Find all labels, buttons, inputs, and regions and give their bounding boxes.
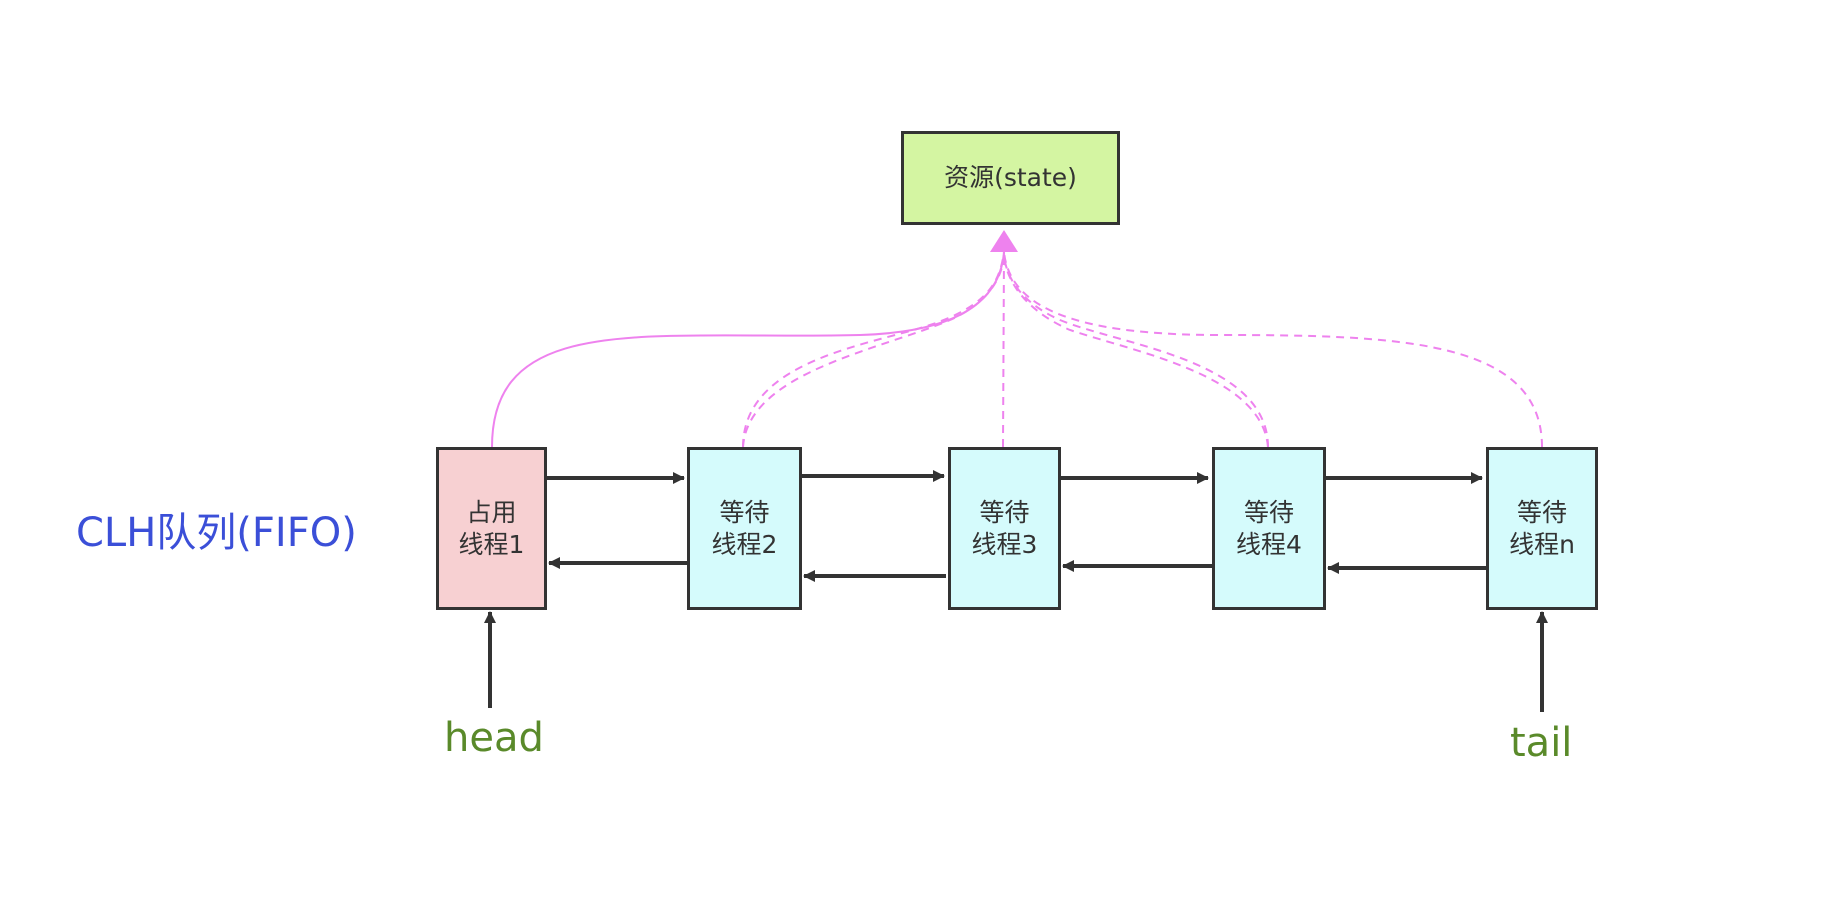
- link-node-1-resource: [491, 251, 1005, 448]
- queue-node-1: 占用 线程1: [436, 447, 547, 610]
- link-node-4-resource-b: [1003, 251, 1269, 448]
- link-node-2-resource: [742, 251, 1005, 448]
- queue-node-label: 等待 线程4: [1236, 497, 1302, 559]
- head-label: head: [444, 715, 544, 761]
- link-node-4-resource: [1003, 251, 1269, 448]
- link-node-5-resource: [1003, 251, 1543, 448]
- link-node-3-resource: [1002, 251, 1005, 448]
- queue-label: CLH队列(FIFO): [76, 510, 357, 556]
- queue-node-label: 等待 线程3: [971, 497, 1038, 559]
- resource-label: 资源(state): [944, 163, 1077, 192]
- queue-node-4: 等待 线程4: [1212, 447, 1326, 610]
- queue-node-label: 等待 线程n: [1509, 497, 1575, 559]
- queue-node-label: 等待 线程2: [711, 497, 778, 559]
- tail-label: tail: [1510, 720, 1573, 766]
- queue-node-2: 等待 线程2: [687, 447, 802, 610]
- queue-node-3: 等待 线程3: [948, 447, 1061, 610]
- link-node-2-resource-b: [742, 251, 1005, 448]
- resource-state-box: 资源(state): [901, 131, 1120, 225]
- queue-node-label: 占用 线程1: [458, 497, 525, 559]
- queue-node-5: 等待 线程n: [1486, 447, 1598, 610]
- resource-arrowhead: [990, 230, 1018, 252]
